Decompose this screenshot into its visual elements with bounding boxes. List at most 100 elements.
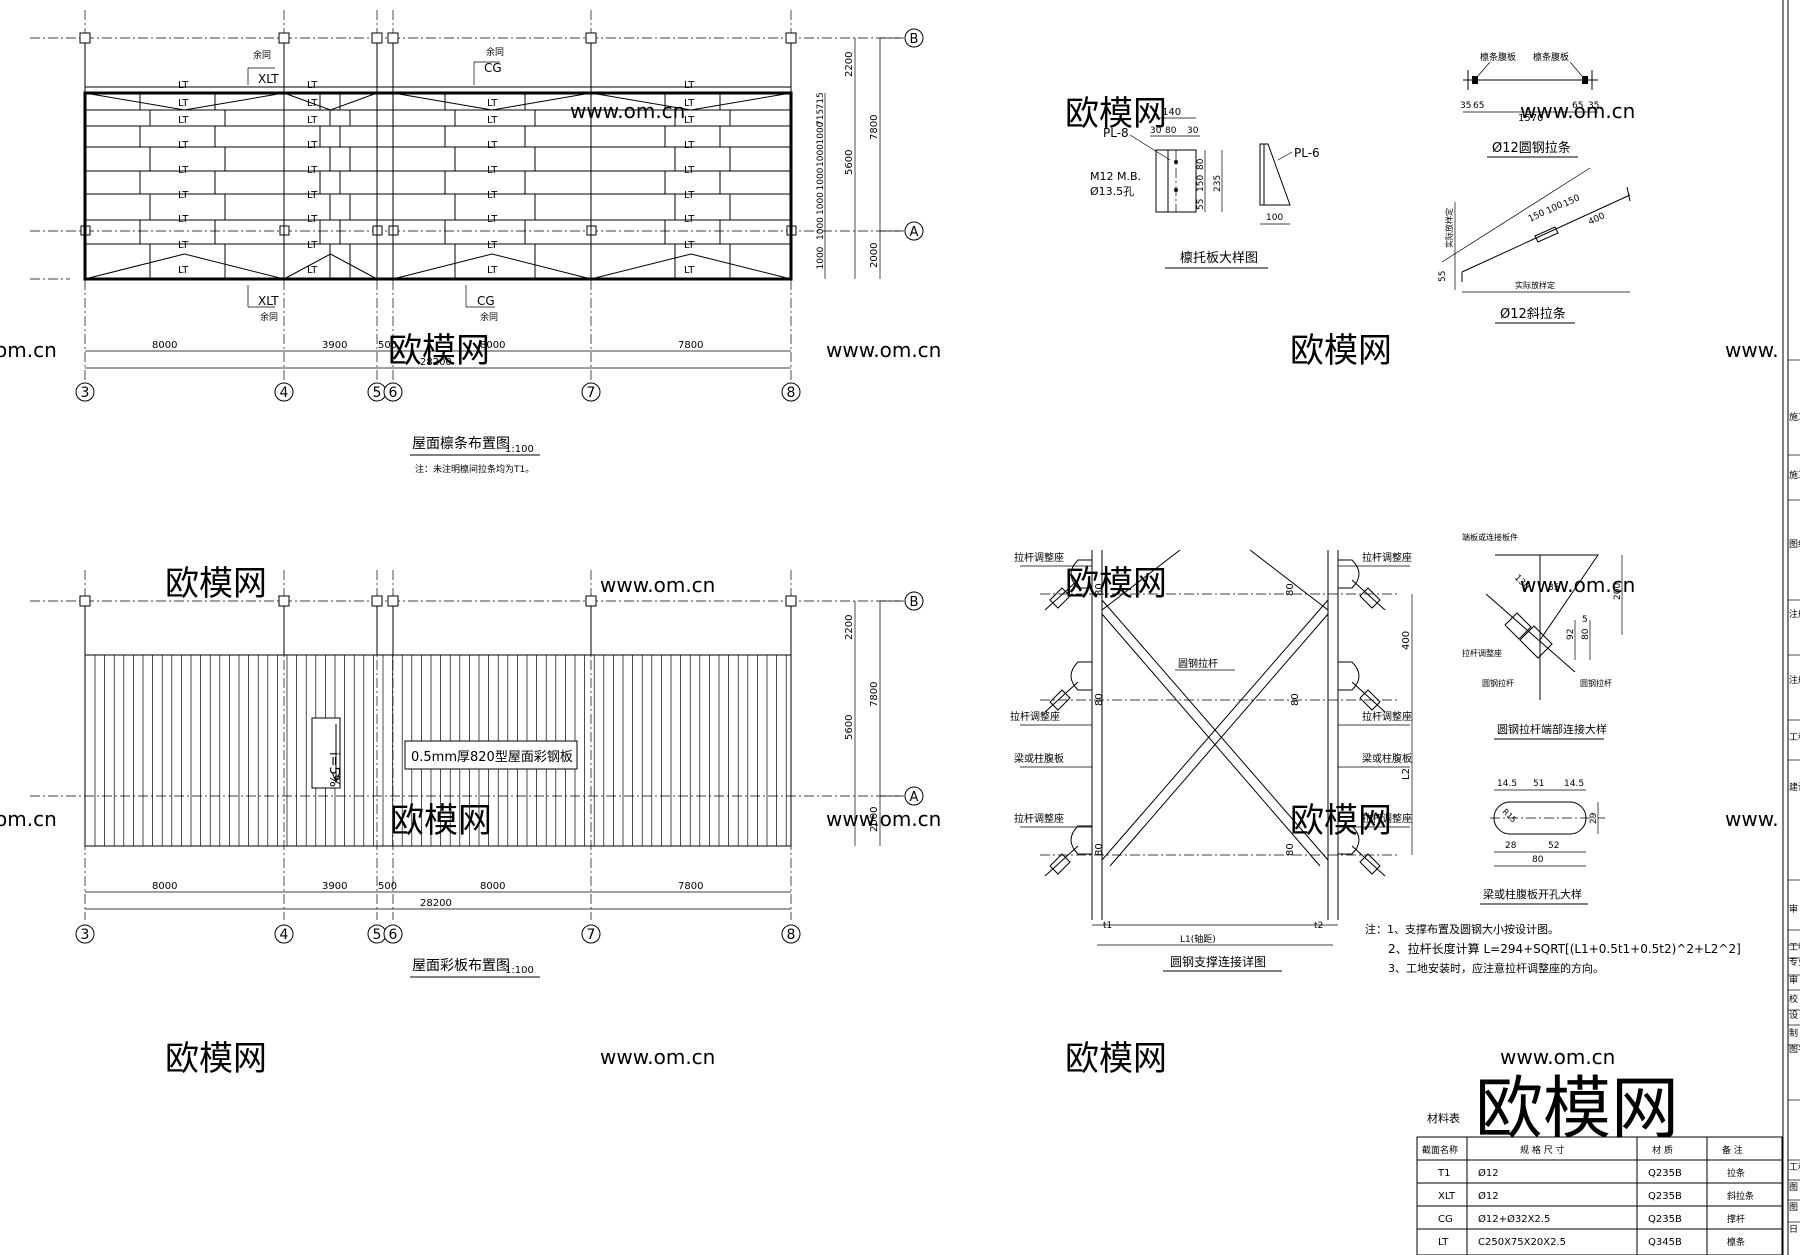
diagonal-brace (84, 253, 285, 280)
note-line-3: 3、工地安装时，应注意拉杆调整座的方向。 (1388, 961, 1604, 975)
dim-80: 80 (1196, 158, 1206, 170)
axis-label: 6 (389, 385, 398, 401)
title-block-label: 建设 (1789, 781, 1800, 793)
axis-label: 7 (587, 927, 596, 943)
dim-2200: 2200 (844, 615, 855, 640)
dim-500: 500 (378, 881, 397, 892)
lt-label: LT (684, 140, 695, 151)
material-cell: Ø12+Ø32X2.5 (1478, 1213, 1550, 1225)
dim-80: 80 (1094, 583, 1105, 596)
brace-adj-label: 拉杆调整座 (1014, 812, 1064, 825)
xlt-label-bottom: XLT (258, 294, 279, 308)
watermark-layer: 欧模网 www.om.cn www.om.cn om.cn 欧模网 www.om… (0, 94, 1779, 1149)
material-cell: Ø12 (1478, 1190, 1499, 1202)
diagonal-brace (84, 92, 285, 111)
dim-purlin-spacing: 1000 (816, 217, 826, 240)
th-section: 截面名称 (1422, 1144, 1458, 1156)
th-material: 材 质 (1652, 1144, 1673, 1156)
lt-label: LT (178, 140, 189, 151)
watermark-url: www.om.cn (826, 338, 941, 362)
title-block-label: 图名 (1789, 1043, 1800, 1055)
diagonal-brace (392, 253, 592, 280)
purlin-plate-detail: 140 30 80 30 80 150 235 55 PL-8 M12 M.B.… (1090, 107, 1320, 269)
dim-2000: 2000 (869, 807, 880, 832)
material-table-caption: 材料表 (1427, 1111, 1460, 1125)
dim-500: 500 (378, 340, 397, 351)
title-block-label: 制 (1789, 1027, 1798, 1039)
dim-5: 5 (1582, 615, 1588, 625)
slant-rod-title: Ø12斜拉条 (1500, 306, 1566, 322)
dim-80: 80 (1285, 843, 1296, 856)
axis-label: 3 (81, 385, 90, 401)
rod-end-connection-detail: 200 80 92 130 35 5 端板或连接板件 拉杆调整座 圆钢拉杆 圆钢… (1462, 532, 1623, 740)
dim-92: 92 (1566, 629, 1576, 640)
title-block-label: 校 (1789, 993, 1798, 1005)
dim-7800: 7800 (869, 115, 880, 140)
watermark-logo-big: 欧模网 (1475, 1070, 1679, 1149)
dim-80: 80 (1581, 628, 1591, 640)
watermark-url: om.cn (0, 807, 57, 831)
watermark-url: om.cn (0, 338, 57, 362)
diagonal-brace (590, 92, 792, 111)
brace-adj-label: 拉杆调整座 (1010, 710, 1060, 723)
dim-100: 100 (1266, 213, 1283, 223)
axis-label: 8 (787, 927, 796, 943)
dim-7800: 7800 (678, 881, 703, 892)
note-line-1: 注：1、支撑布置及圆钢大小按设计图。 (1365, 922, 1559, 936)
dim-30: 30 (1150, 126, 1162, 136)
dim-65: 65 (1572, 101, 1583, 111)
dim-5600: 5600 (844, 150, 855, 175)
lt-label: LT (684, 240, 695, 251)
brace-adj-label: 拉杆调整座 (1362, 710, 1412, 723)
lt-label: LT (307, 98, 318, 109)
brace-beam-label: 梁或柱腹板 (1362, 752, 1412, 765)
material-cell: T1 (1437, 1168, 1450, 1179)
lt-label: LT (178, 214, 189, 225)
lt-label: LT (684, 80, 695, 91)
diagonal-brace (283, 92, 378, 111)
axis-label: B (910, 595, 919, 610)
lt-label: LT (307, 165, 318, 176)
title-block-label: 审 (1789, 974, 1798, 986)
material-cell: LT (1438, 1237, 1449, 1248)
dim-80: 80 (1290, 693, 1301, 706)
axis-bubble (274, 382, 294, 402)
brace-adj-label: 拉杆调整座 (1362, 551, 1412, 564)
panel-label-box (404, 740, 578, 770)
watermark-url: www. (1725, 807, 1779, 831)
tie-rod-title: Ø12圆钢拉条 (1492, 140, 1571, 156)
lt-label: LT (684, 265, 695, 276)
lt-label: LT (178, 115, 189, 126)
slant-v-label: 实际放样定 (1444, 208, 1454, 248)
axis-bubble (781, 924, 801, 944)
lt-label: LT (178, 80, 189, 91)
dim-140: 140 (1162, 107, 1181, 118)
lt-label: LT (307, 115, 318, 126)
watermark-cn: 欧模网 (1290, 801, 1392, 841)
dim-7800: 7800 (678, 340, 703, 351)
watermark-url: www. (1725, 338, 1779, 362)
watermark-cn: 欧模网 (165, 1039, 267, 1079)
brace-rod-label: 圆钢拉杆 (1178, 657, 1218, 670)
axis-bubble (781, 382, 801, 402)
dim-8000: 8000 (152, 881, 177, 892)
roof-panel-plan: i=5% 0.5mm厚820型屋面彩钢板 8000 3900 500 8000 … (30, 570, 924, 978)
axis-bubble (904, 591, 924, 611)
axis-bubble (581, 924, 601, 944)
yu-label-bottom2: 余同 (480, 311, 498, 323)
dim-52: 52 (1548, 841, 1559, 851)
material-cell: 斜拉条 (1727, 1190, 1754, 1202)
lt-label: LT (178, 165, 189, 176)
title-block-strip: 施工施工图纸注册注册工程建设审工程专业审校设制图名工程图图日 (1782, 0, 1800, 1255)
dim-purlin-spacing: 715 (816, 92, 826, 109)
dim-14-5: 14.5 (1497, 779, 1517, 789)
title-block-label: 专业 (1789, 956, 1800, 968)
dim-purlin-spacing: 715 (816, 109, 826, 126)
lt-label: LT (307, 80, 318, 91)
dim-28200: 28200 (420, 898, 452, 909)
axis-label: 3 (81, 927, 90, 943)
plan2-title: 屋面彩板布置图 (412, 958, 510, 974)
watermark-cn: 欧模网 (1065, 564, 1167, 604)
